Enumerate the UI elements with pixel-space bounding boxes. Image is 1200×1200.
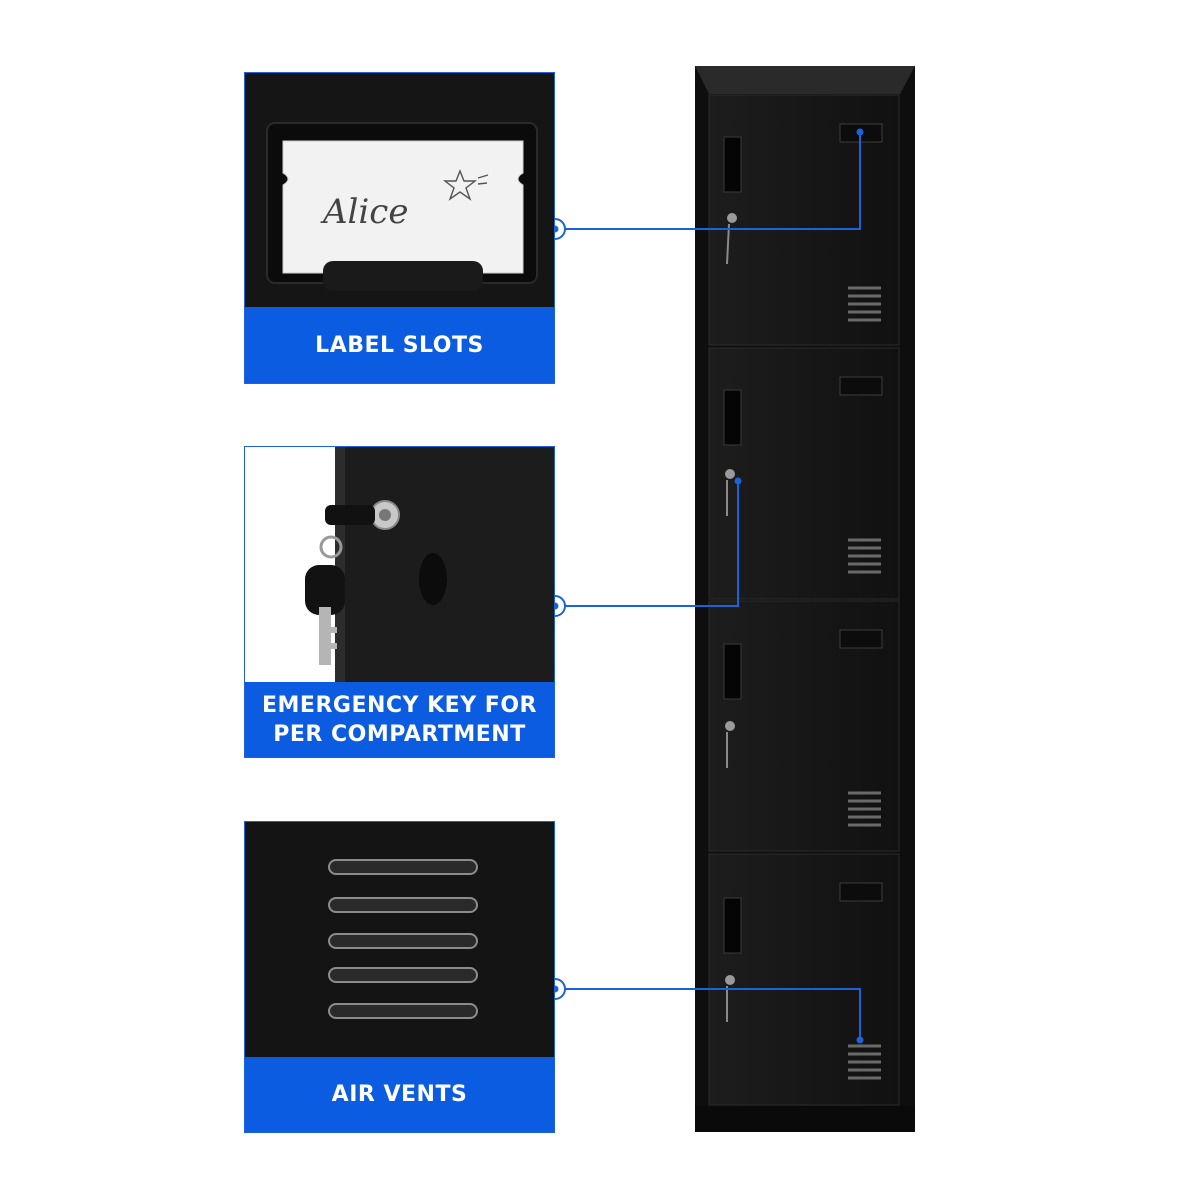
locker-top-bevel: [695, 66, 915, 94]
emergency-key-photo: [245, 447, 554, 684]
locker-door-4: [708, 853, 900, 1106]
locker-door-2: [708, 347, 900, 600]
feature-panel-air-vents: AIR VENTS: [244, 821, 555, 1133]
handwritten-name: Alice: [320, 192, 408, 232]
caption-emergency-key: EMERGENCY KEY FOR PER COMPARTMENT: [245, 682, 554, 757]
vent-slats: [328, 859, 478, 1019]
caption-text-line-1: EMERGENCY KEY FOR: [262, 692, 537, 718]
caption-text: LABEL SLOTS: [315, 332, 484, 358]
caption-label-slots: LABEL SLOTS: [245, 307, 554, 383]
spare-key-icon: [305, 565, 345, 615]
locker-door-3: [708, 600, 900, 852]
feature-panel-label-slots: Alice LABEL SLOTS: [244, 72, 555, 384]
locker-door-1: [708, 94, 900, 346]
label-slot-photo: Alice: [245, 73, 554, 309]
feature-panel-emergency-key: EMERGENCY KEY FOR PER COMPARTMENT: [244, 446, 555, 758]
star-doodle-icon: [442, 169, 478, 201]
air-vents-photo: [245, 822, 554, 1059]
caption-air-vents: AIR VENTS: [245, 1057, 554, 1132]
caption-text-line-2: PER COMPARTMENT: [273, 721, 526, 747]
caption-text: AIR VENTS: [331, 1082, 468, 1107]
